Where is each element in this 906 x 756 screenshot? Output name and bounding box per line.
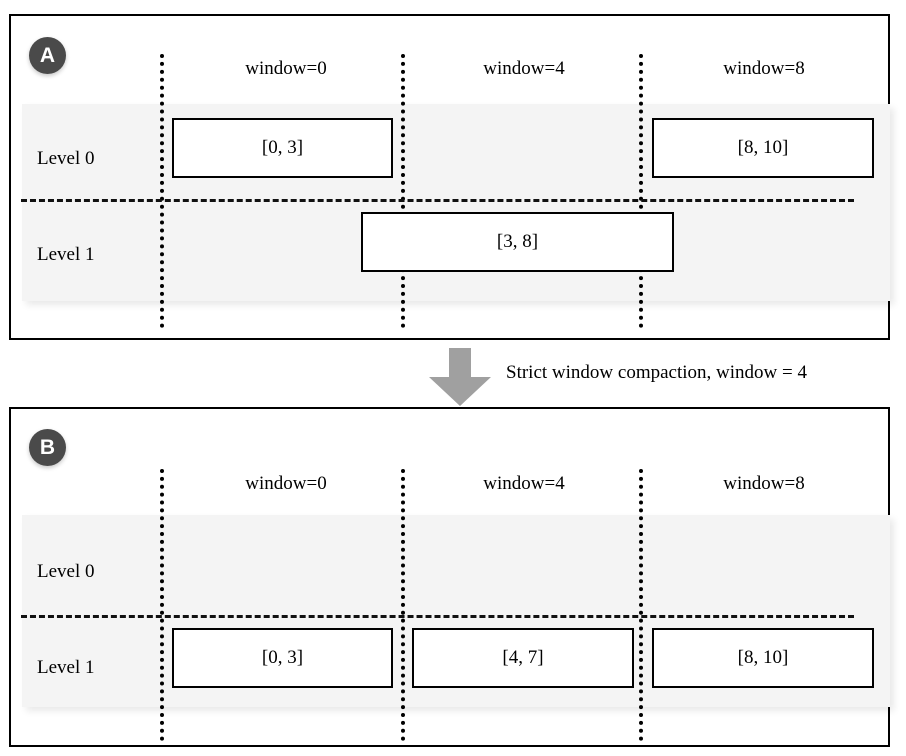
level-label-1: Level 1 — [37, 244, 95, 265]
interval-box[interactable]: [0, 3] — [172, 118, 393, 178]
panel-badge-a: A — [29, 37, 66, 74]
interval-box[interactable]: [0, 3] — [172, 628, 393, 688]
window-label-8: window=8 — [723, 473, 805, 494]
interval-box[interactable]: [4, 7] — [412, 628, 634, 688]
window-divider-8 — [639, 54, 643, 328]
level-divider — [21, 615, 854, 618]
level-label-0: Level 0 — [37, 561, 95, 582]
panel-a: window=0 window=4 window=8 Level 0 Level… — [9, 14, 890, 340]
window-divider-8 — [639, 469, 643, 741]
level-label-1: Level 1 — [37, 657, 95, 678]
window-label-4: window=4 — [483, 58, 565, 79]
window-divider-4 — [401, 469, 405, 741]
level-divider — [21, 199, 854, 202]
window-label-8: window=8 — [723, 58, 805, 79]
window-divider-0 — [160, 54, 164, 328]
panel-b: window=0 window=4 window=8 Level 0 Level… — [9, 407, 890, 747]
interval-box[interactable]: [3, 8] — [361, 212, 674, 272]
window-label-0: window=0 — [245, 473, 327, 494]
window-divider-4 — [401, 54, 405, 328]
arrow-down-icon — [429, 348, 491, 406]
transition-row: Strict window compaction, window = 4 — [0, 340, 906, 407]
interval-box[interactable]: [8, 10] — [652, 628, 874, 688]
transition-caption: Strict window compaction, window = 4 — [506, 362, 807, 383]
panel-badge-b: B — [29, 429, 66, 466]
interval-box[interactable]: [8, 10] — [652, 118, 874, 178]
level-label-0: Level 0 — [37, 148, 95, 169]
window-label-4: window=4 — [483, 473, 565, 494]
window-label-0: window=0 — [245, 58, 327, 79]
window-divider-0 — [160, 469, 164, 741]
